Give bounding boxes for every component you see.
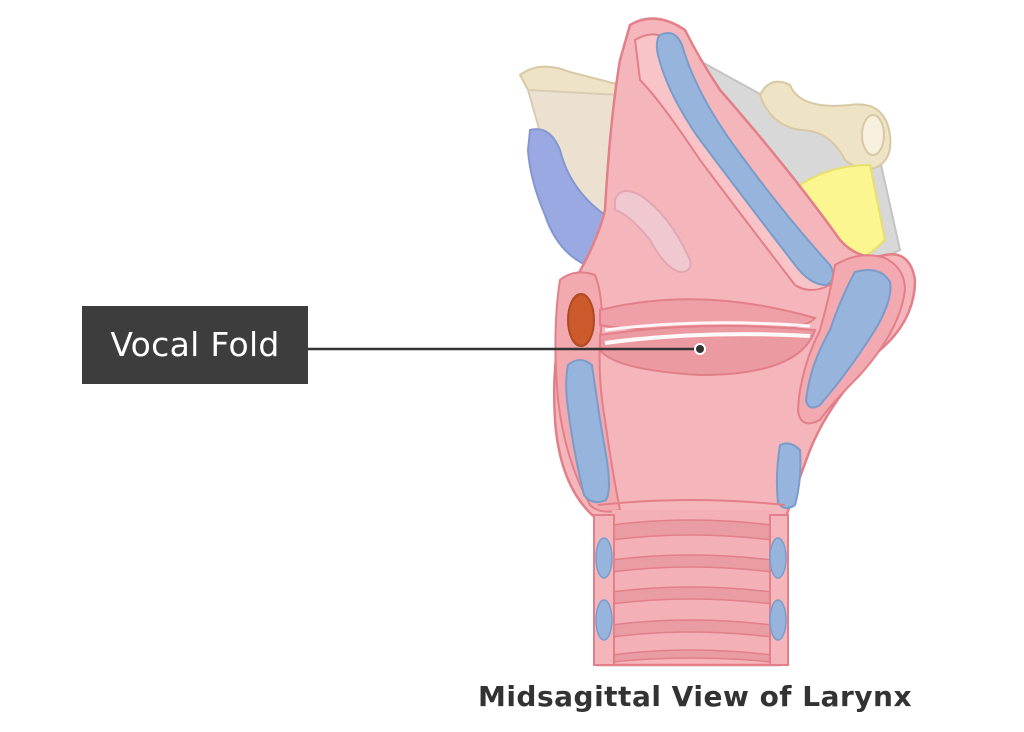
diagram-caption: Midsagittal View of Larynx <box>477 680 913 713</box>
tracheal-cartilage-posterior-1 <box>595 537 613 579</box>
tracheal-cartilage-posterior-2 <box>595 599 613 641</box>
hyoid-body-cross-section <box>861 114 885 156</box>
epiglottic-cartilage <box>655 32 835 287</box>
vocal-fold-lower-line <box>604 332 811 345</box>
aryepiglottic-ridge <box>614 190 692 274</box>
vocal-fold-upper-line <box>604 321 811 332</box>
tracheal-cartilage-anterior-2 <box>769 599 787 641</box>
arytenoid-cartilage <box>567 293 595 347</box>
cricoid-lamina <box>565 359 610 504</box>
cricothyroid-segment <box>775 442 802 509</box>
label-pointer-dot <box>694 343 706 355</box>
subglottic-boundary <box>597 499 786 506</box>
vocal-fold-label: Vocal Fold <box>82 306 308 384</box>
thyroid-cartilage <box>804 269 892 409</box>
tracheal-cartilage-anterior-1 <box>769 537 787 579</box>
hyoid-bone-anterior <box>758 80 892 170</box>
